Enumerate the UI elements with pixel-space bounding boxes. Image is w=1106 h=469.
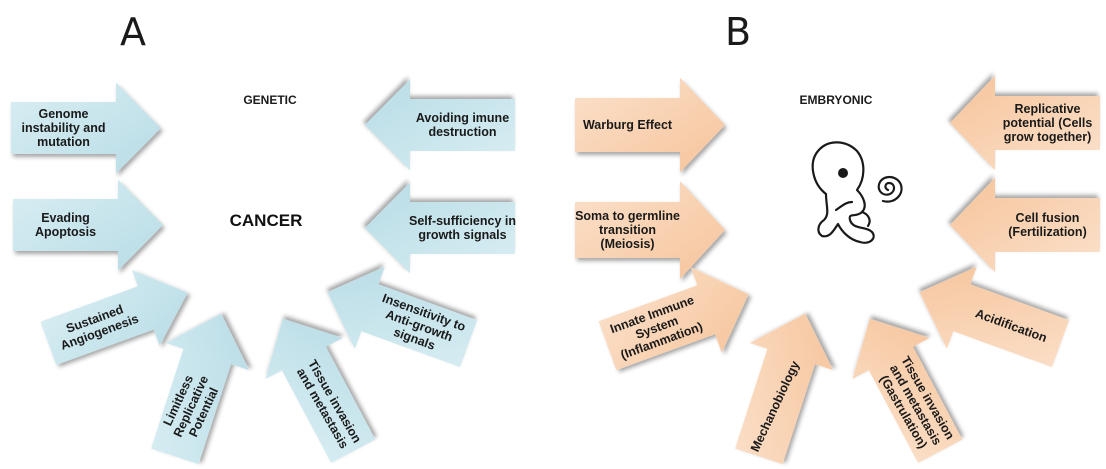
panel-b-arrow-1: Warburg Effect	[575, 77, 725, 173]
panel-a-arrow-shape-3	[40, 270, 188, 365]
panel-a-arrow-shape-2	[13, 179, 163, 271]
panel-b-letter: B	[725, 10, 751, 54]
panel-a-arrow-shape-5	[265, 318, 376, 463]
panel-a-arrow-shape-7	[365, 182, 515, 274]
panel-a-arrow-shape-1	[11, 82, 161, 174]
panel-a-arrow-6: Insensitivity toAnti-growthsignals	[327, 266, 478, 368]
embryo-icon	[811, 141, 903, 244]
panel-b-arrow-shape-7	[950, 177, 1100, 273]
panel-b-arrow-shape-3	[598, 266, 749, 371]
panel-b-arrow-3: Innate ImmuneSystem(Inflammation)	[598, 266, 749, 371]
panel-b-arrow-label-1: Warburg Effect	[583, 118, 673, 132]
panel-b-arrow-4: Mechanobiology	[735, 313, 833, 465]
panel-b-arrow-shape-5	[852, 318, 963, 463]
panel-b-arrow-7: Cell fusion(Fertilization)	[950, 177, 1100, 273]
panel-b-arrow-shape-6	[919, 266, 1070, 368]
panel-b-heading: EMBRYONIC	[800, 93, 873, 107]
panel-a-arrow-3: SustainedAngiogenesis	[40, 270, 188, 365]
panel-b-arrow-shape-1	[575, 77, 725, 173]
panel-b-arrow-6: Acidification	[919, 266, 1070, 368]
panel-a-arrow-shape-4	[151, 313, 249, 465]
panel-a-center-label: CANCER	[230, 211, 303, 230]
panel-a-heading: GENETIC	[243, 93, 297, 107]
panel-b-arrow-shape-2	[575, 181, 725, 279]
panel-a-arrow-shape-8	[365, 79, 515, 171]
panel-b-arrow-shape-8	[950, 75, 1100, 171]
panel-b-arrow-shape-4	[735, 313, 833, 465]
panel-b-arrow-label-7: Cell fusion(Fertilization)	[1008, 211, 1086, 239]
panel-a-arrow-shape-6	[327, 266, 478, 368]
panel-a-letter: A	[120, 10, 146, 54]
